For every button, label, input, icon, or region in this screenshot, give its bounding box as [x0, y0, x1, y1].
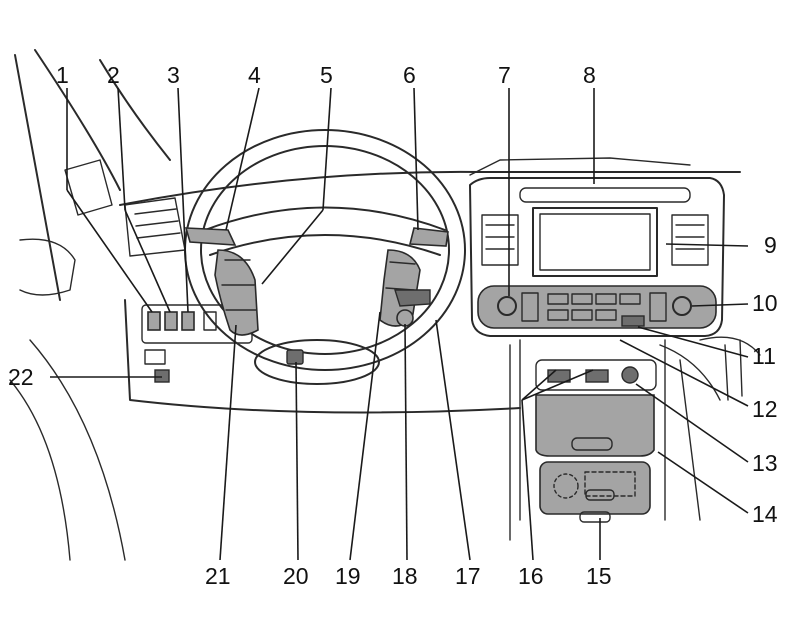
callout-2: 2 — [107, 62, 120, 88]
steering-wheel — [184, 129, 466, 385]
callout-21: 21 — [205, 563, 231, 589]
callout-6: 6 — [403, 62, 416, 88]
callout-12: 12 — [752, 396, 778, 422]
callout-7: 7 — [498, 62, 511, 88]
callout-4: 4 — [248, 62, 261, 88]
lower-console — [509, 339, 666, 541]
dashboard-outline — [119, 157, 761, 414]
callout-1: 1 — [56, 62, 69, 88]
callout-20: 20 — [283, 563, 309, 589]
callout-19: 19 — [335, 563, 361, 589]
center-stack — [469, 177, 725, 337]
callout-10: 10 — [752, 290, 778, 316]
callout-18: 18 — [392, 563, 418, 589]
right-trim — [679, 339, 743, 521]
callout-17: 17 — [455, 563, 481, 589]
callout-13: 13 — [752, 450, 778, 476]
callout-15: 15 — [586, 563, 612, 589]
callout-22: 22 — [8, 364, 34, 390]
callout-16: 16 — [518, 563, 544, 589]
callout-14: 14 — [752, 501, 778, 527]
callout-11: 11 — [752, 343, 776, 369]
leader-lines — [50, 87, 749, 561]
center-vents — [481, 214, 709, 266]
left-door-panel — [9, 49, 171, 561]
left-air-vent — [124, 197, 186, 257]
callout-5: 5 — [320, 62, 333, 88]
callout-9: 9 — [764, 232, 777, 258]
callout-3: 3 — [167, 62, 180, 88]
callout-8: 8 — [583, 62, 596, 88]
